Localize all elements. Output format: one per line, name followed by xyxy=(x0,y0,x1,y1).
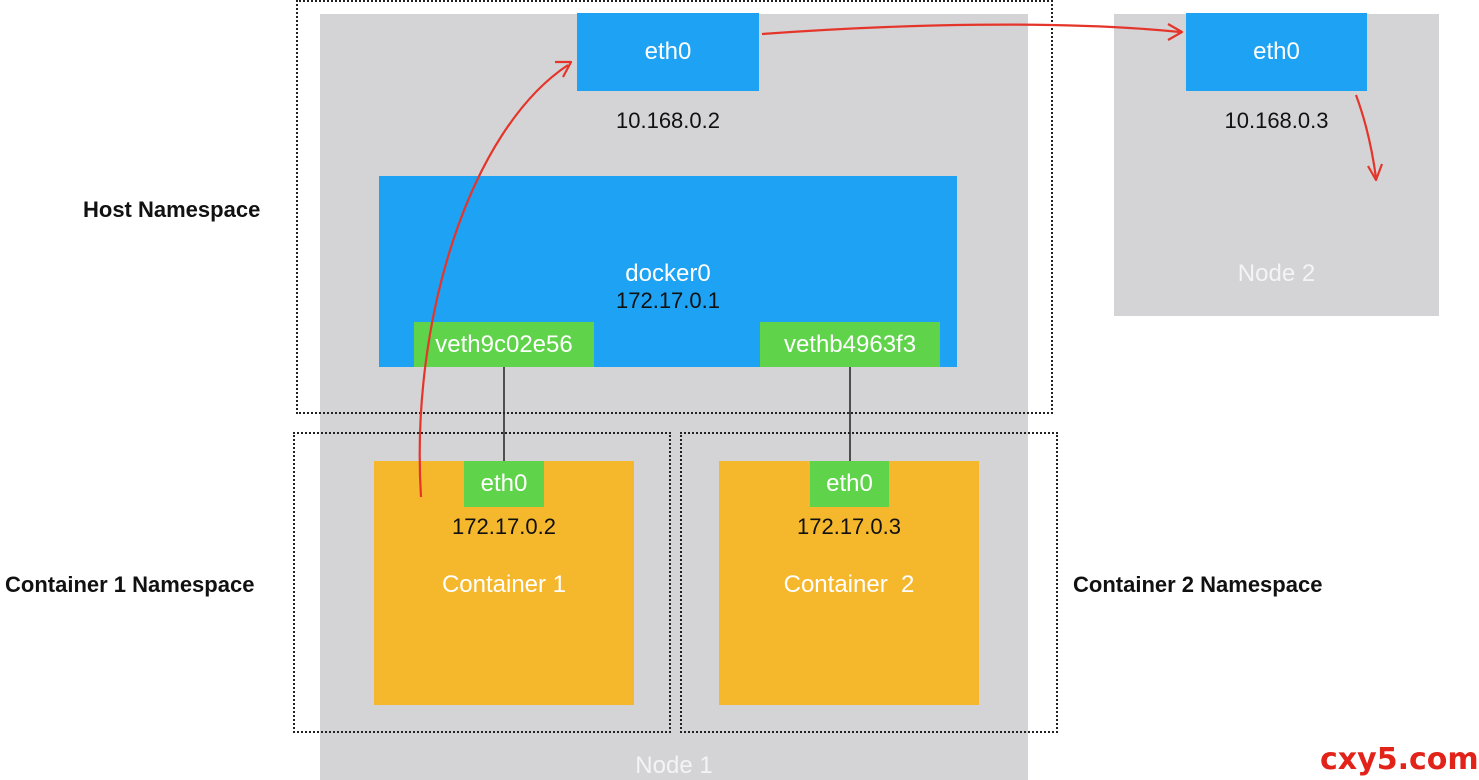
container2-namespace-boundary xyxy=(680,432,1058,733)
container2-namespace-label: Container 2 Namespace xyxy=(1073,572,1323,597)
veth-right: vethb4963f3 xyxy=(760,322,940,367)
container1-eth0: eth0 xyxy=(464,461,544,507)
node2-eth0: eth0 xyxy=(1186,13,1367,91)
container1-box: eth0 172.17.0.2 Container 1 xyxy=(374,461,634,705)
node1-label: Node 1 xyxy=(635,752,713,779)
node1-eth0-ip: 10.168.0.2 xyxy=(616,108,720,133)
docker0-name: docker0 xyxy=(625,260,711,287)
node2-eth0-ip: 10.168.0.3 xyxy=(1224,108,1329,133)
watermark-logo: cxy5.com xyxy=(1320,742,1479,777)
container2-eth0: eth0 xyxy=(810,461,889,507)
veth-left: veth9c02e56 xyxy=(414,322,594,367)
container2-name: Container 2 xyxy=(783,571,915,598)
host-namespace-boundary xyxy=(296,0,1053,414)
container1-name: Container 1 xyxy=(441,571,567,598)
docker0-ip: 172.17.0.1 xyxy=(616,288,720,313)
node1-eth0: eth0 xyxy=(577,13,759,91)
container2-box: eth0 172.17.0.3 Container 2 xyxy=(719,461,979,705)
node2-label: Node 2 xyxy=(1237,260,1316,287)
container2-ip: 172.17.0.3 xyxy=(797,514,901,539)
container1-namespace-label: Container 1 Namespace xyxy=(5,572,255,597)
host-namespace-label: Host Namespace xyxy=(83,197,261,222)
container1-ip: 172.17.0.2 xyxy=(452,514,556,539)
